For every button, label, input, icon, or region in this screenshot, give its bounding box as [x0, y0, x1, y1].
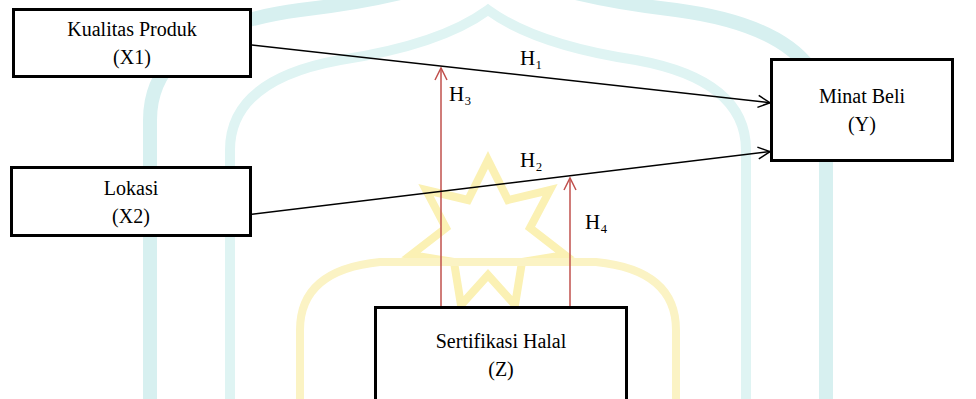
arrow-head — [757, 147, 770, 159]
arrow-head — [757, 95, 770, 107]
variable-box: Minat Beli(Y) — [770, 58, 954, 162]
node-text: (X2) — [112, 202, 150, 230]
node-text: Minat Beli — [819, 82, 905, 110]
variable-box: Lokasi(X2) — [10, 166, 252, 237]
node-text: Lokasi — [104, 174, 158, 202]
connector-line — [252, 152, 770, 215]
effect-arrow — [252, 147, 770, 214]
node-text: (Z) — [488, 355, 514, 383]
variable-box: Kualitas Produk(X1) — [12, 8, 252, 78]
hypothesis-label: H₁ — [518, 46, 545, 70]
variable-box: Sertifikasi Halal(Z) — [374, 306, 628, 399]
node-text: Kualitas Produk — [67, 15, 196, 43]
effect-arrow — [252, 45, 770, 107]
node-text: Sertifikasi Halal — [436, 327, 567, 355]
watermark-star — [411, 160, 565, 305]
moderation-arrow — [564, 178, 576, 306]
hypothesis-label: H₃ — [447, 82, 474, 106]
moderation-arrow — [435, 68, 447, 306]
connector-line — [252, 45, 770, 103]
watermark-arch — [230, 10, 746, 399]
hypothesis-label: H₄ — [583, 210, 610, 234]
node-text: (Y) — [848, 110, 876, 138]
node-text: (X1) — [113, 43, 151, 71]
hypothesis-label: H₂ — [518, 148, 545, 172]
